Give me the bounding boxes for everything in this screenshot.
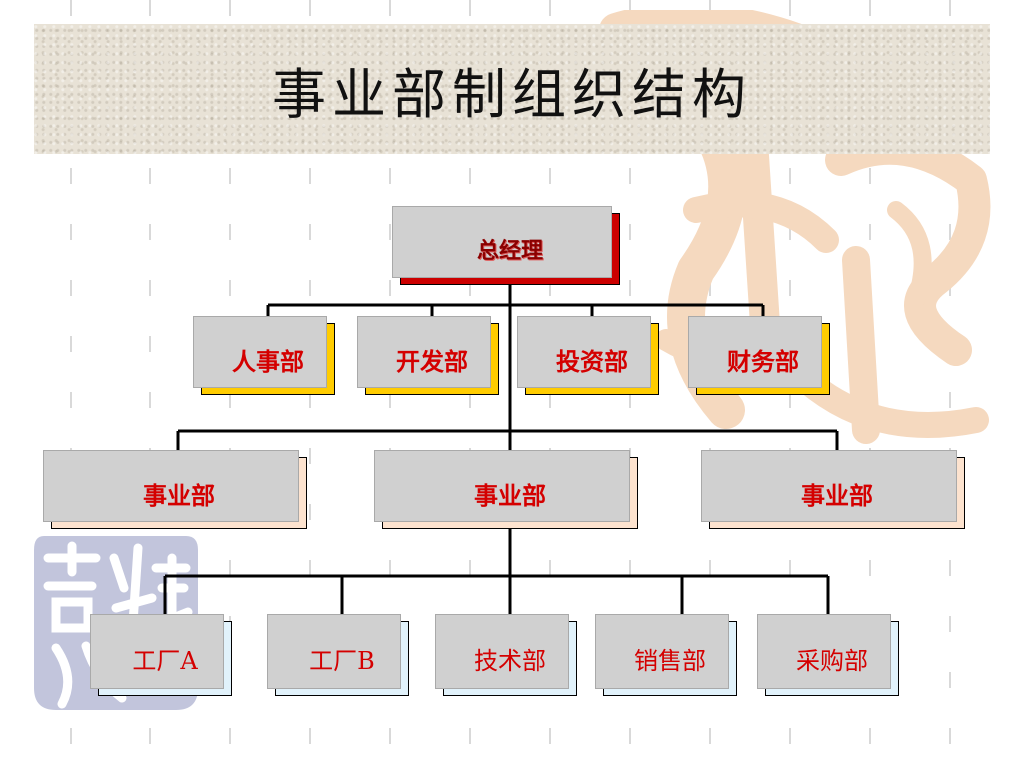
node-label: 工厂B [309, 647, 375, 675]
node-label: 事业部 [801, 480, 873, 510]
node-department: 投资部 [517, 316, 659, 395]
node-division: 事业部 [374, 450, 638, 529]
node-unit: 工厂B [267, 614, 409, 696]
node-division: 事业部 [43, 450, 307, 529]
node-department: 人事部 [193, 316, 335, 395]
node-label: 开发部 [396, 346, 468, 376]
node-division: 事业部 [701, 450, 965, 529]
node-label: 采购部 [796, 647, 868, 675]
node-label: 投资部 [556, 346, 628, 376]
node-department: 开发部 [357, 316, 499, 395]
node-label: 财务部 [727, 346, 799, 376]
node-label: 技术部 [474, 647, 546, 675]
node-label: 总经理 [476, 238, 543, 264]
node-label: 人事部 [232, 346, 304, 376]
node-general-manager: 总经理 [392, 206, 620, 285]
node-unit: 工厂A [90, 614, 232, 696]
node-label: 销售部 [634, 647, 706, 675]
node-unit: 销售部 [595, 614, 737, 696]
node-label: 事业部 [143, 480, 215, 510]
node-label: 事业部 [474, 480, 546, 510]
node-label: 工厂A [132, 647, 198, 675]
node-unit: 技术部 [435, 614, 577, 696]
decor-stripe [149, 0, 151, 768]
title-banner: 事业部制组织结构 [34, 24, 990, 154]
node-department: 财务部 [688, 316, 830, 395]
node-unit: 采购部 [757, 614, 899, 696]
decor-stripe [70, 0, 72, 768]
